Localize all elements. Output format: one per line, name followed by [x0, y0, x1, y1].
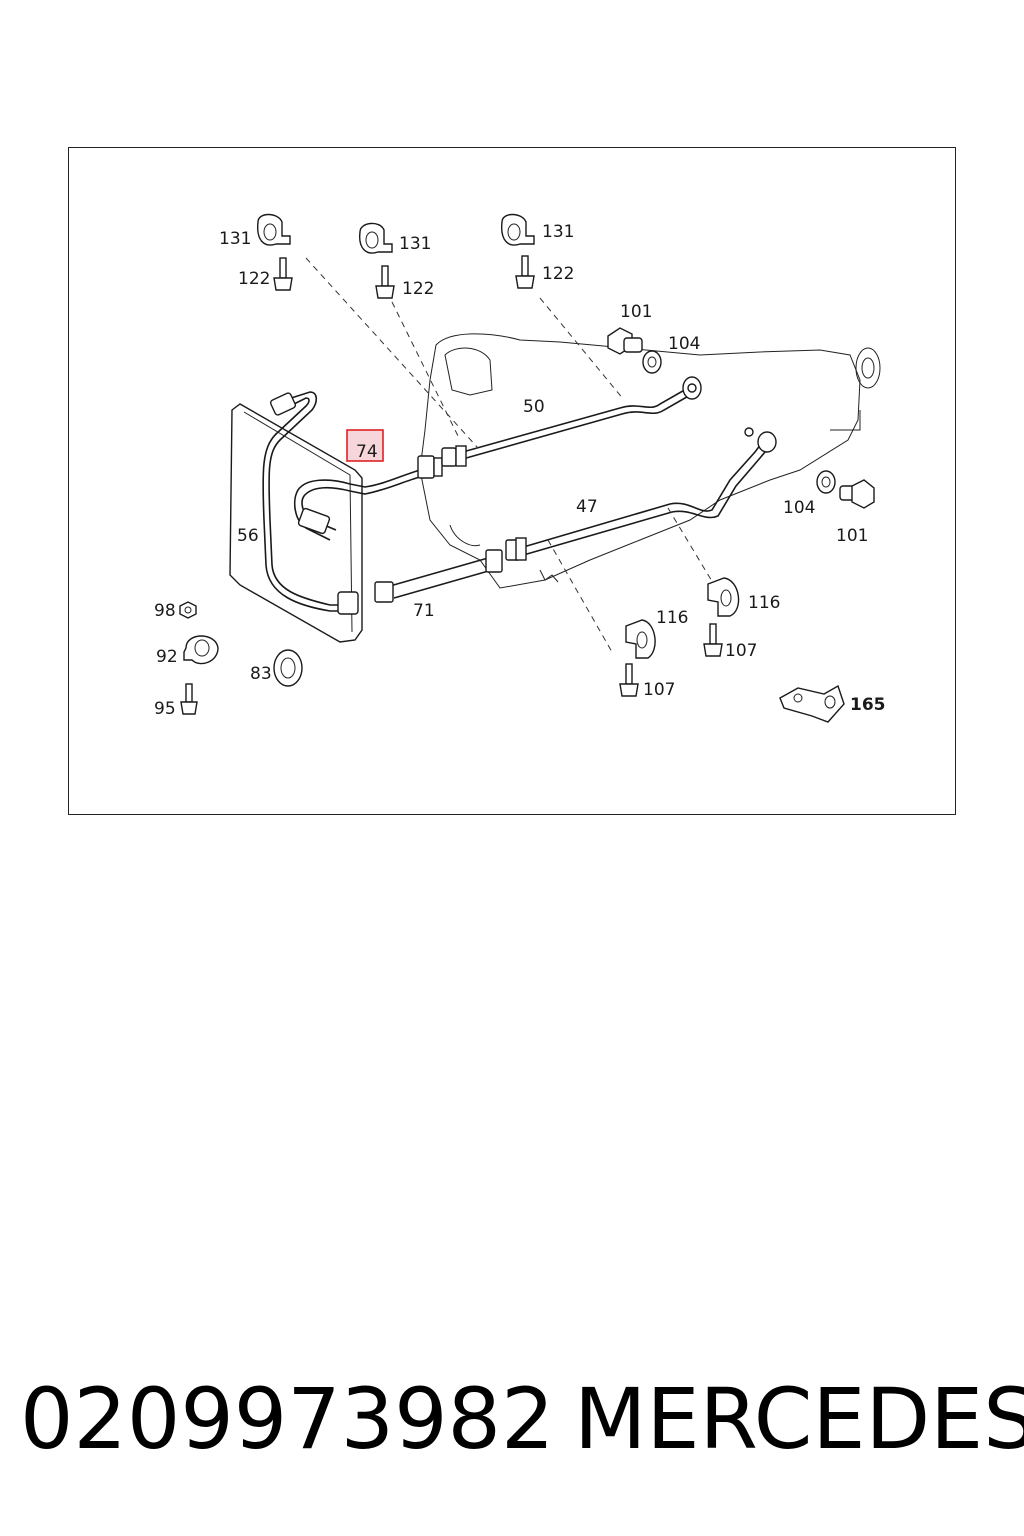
hose-71	[374, 549, 503, 603]
washer-104-a	[642, 350, 662, 374]
clamp-131-b	[359, 222, 393, 254]
pipe-47	[505, 427, 777, 561]
label-74: 74	[356, 442, 378, 462]
label-104-b: 104	[783, 498, 815, 518]
pipe-74	[293, 455, 443, 541]
clamp-116-b	[707, 577, 740, 617]
label-131-a: 131	[219, 229, 251, 249]
label-98: 98	[154, 601, 176, 621]
label-50: 50	[523, 397, 545, 417]
label-122-c: 122	[542, 264, 574, 284]
clamp-131-c	[501, 213, 535, 246]
label-104-a: 104	[668, 334, 700, 354]
leader-lines	[305, 257, 717, 653]
brand-name: MERCEDES	[574, 1370, 1024, 1468]
bolt-95	[180, 683, 198, 715]
label-83: 83	[250, 664, 272, 684]
pipe-56	[262, 391, 359, 615]
banjo-bolt-101-b	[839, 479, 875, 509]
label-95: 95	[154, 699, 176, 719]
label-165: 165	[850, 695, 886, 715]
washer-104-b	[816, 470, 836, 494]
bolt-122-c	[515, 255, 535, 289]
bracket-165	[779, 684, 845, 723]
label-101-a: 101	[620, 302, 652, 322]
clamp-92	[183, 635, 219, 665]
label-116-b: 116	[748, 593, 780, 613]
oil-cooler	[229, 403, 363, 643]
clamp-131-a	[257, 213, 291, 246]
label-47: 47	[576, 497, 598, 517]
part-number: 0209973982	[20, 1370, 555, 1468]
label-116-a: 116	[656, 608, 688, 628]
label-71: 71	[413, 601, 435, 621]
label-92: 92	[156, 647, 178, 667]
callout-labels: 131 122 131 122 131 122 101 104 50 74 56…	[154, 222, 886, 719]
bolt-122-b	[375, 265, 395, 299]
diagram-frame	[68, 147, 956, 815]
label-101-b: 101	[836, 526, 868, 546]
grommet-83	[273, 649, 303, 687]
pipe-50	[441, 376, 702, 467]
label-131-b: 131	[399, 234, 431, 254]
bolt-107-b	[703, 623, 723, 657]
label-131-c: 131	[542, 222, 574, 242]
bolt-122-a	[273, 257, 293, 291]
label-122-a: 122	[238, 269, 270, 289]
caption: 0209973982 MERCEDES	[0, 1370, 1024, 1470]
label-122-b: 122	[402, 279, 434, 299]
bolt-107-a	[619, 663, 639, 697]
nut-98	[179, 601, 197, 619]
banjo-bolt-101-a	[607, 327, 643, 355]
clamp-116-a	[625, 619, 656, 659]
label-56: 56	[237, 526, 259, 546]
label-107-a: 107	[643, 680, 675, 700]
label-107-b: 107	[725, 641, 757, 661]
highlight-box-74	[346, 429, 384, 462]
transmission-outline	[419, 333, 881, 589]
